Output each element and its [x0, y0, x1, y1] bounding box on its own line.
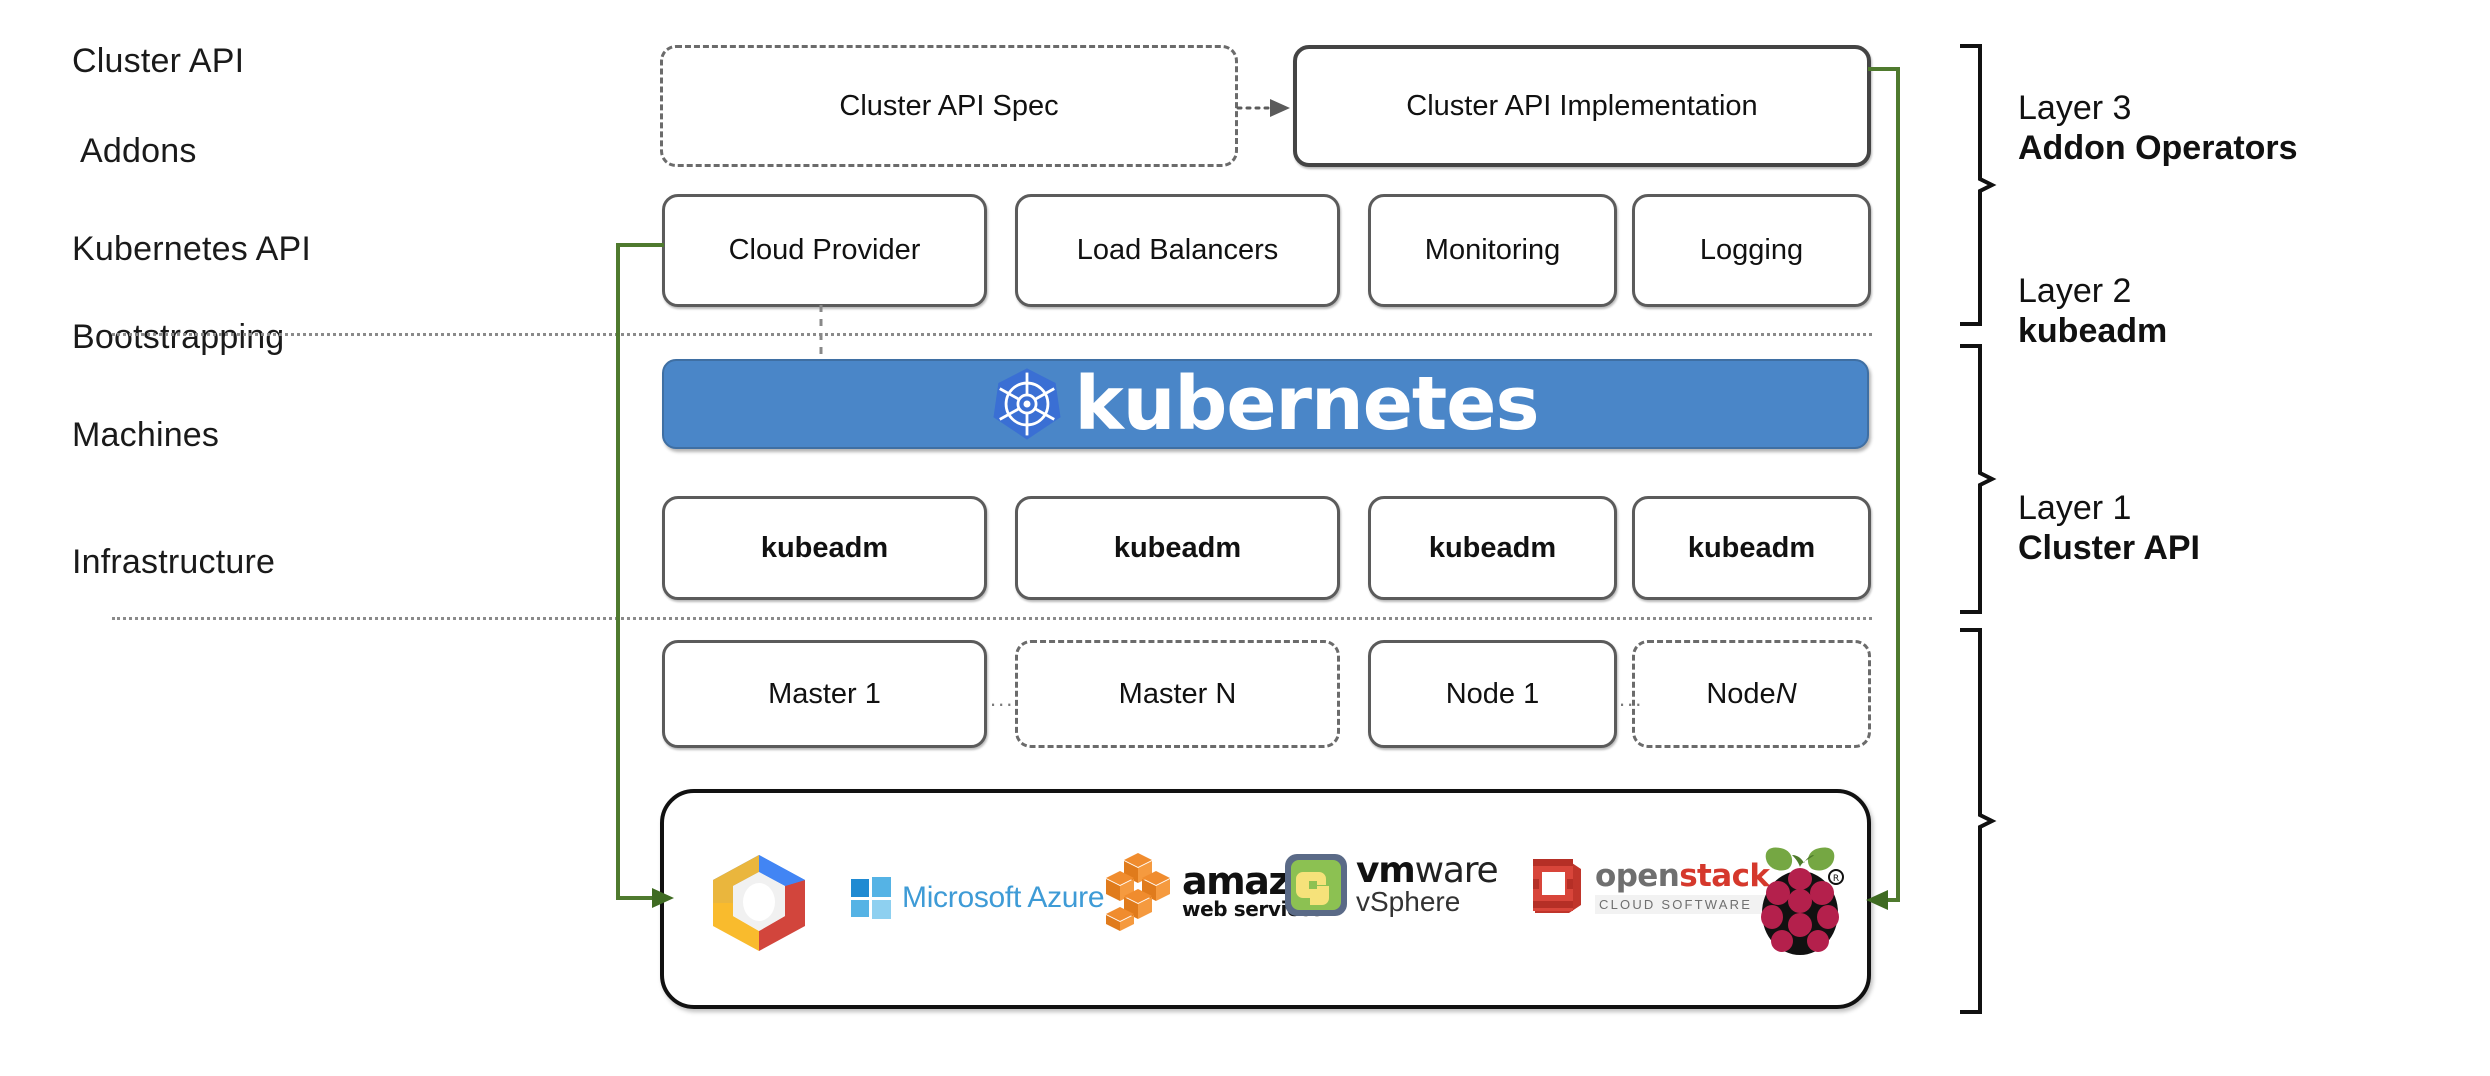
box-node-n[interactable]: Node N [1632, 640, 1871, 748]
openstack-logo: openstack™ CLOUD SOFTWARE [1529, 855, 1783, 919]
layer-2-line2: kubeadm [2018, 312, 2168, 351]
google-cloud-platform-logo [704, 848, 814, 958]
row-label-cluster-api: Cluster API [72, 42, 245, 80]
layer-1-line1: Layer 1 [2018, 489, 2132, 527]
layer-2-label: Layer 2 kubeadm [2018, 271, 2167, 351]
box-cluster-api-spec[interactable]: Cluster API Spec [660, 45, 1238, 167]
layer-1-line2: Cluster API [2018, 529, 2201, 568]
svg-text:R: R [1833, 874, 1839, 884]
box-kubeadm-3[interactable]: kubeadm [1368, 496, 1617, 600]
vmware-vsphere-logo: vmware vSphere [1284, 852, 1499, 918]
brace-layer-3 [1960, 44, 1997, 326]
row-label-infrastructure: Infrastructure [72, 543, 276, 581]
box-load-balancers[interactable]: Load Balancers [1015, 194, 1340, 307]
box-cloud-provider[interactable]: Cloud Provider [662, 194, 987, 307]
openstack-tagline: CLOUD SOFTWARE [1595, 894, 1783, 914]
ellipsis-masters: ... [990, 686, 1015, 711]
layer-1-label: Layer 1 Cluster API [2018, 488, 2200, 568]
vmware-ware: ware [1414, 849, 1499, 891]
openstack-stack: stack [1679, 857, 1770, 894]
windows-squares-icon [851, 877, 891, 919]
box-master-1[interactable]: Master 1 [662, 640, 987, 748]
openstack-open: open [1595, 857, 1680, 894]
raspberry-pi-logo: R [1754, 843, 1846, 959]
gcp-hexagon-icon [713, 855, 805, 951]
box-kubeadm-4[interactable]: kubeadm [1632, 496, 1871, 600]
vmware-wordmark: vmware [1356, 852, 1499, 888]
box-kubeadm-1[interactable]: kubeadm [662, 496, 987, 600]
layer-3-label: Layer 3 Addon Operators [2018, 88, 2298, 168]
layer-3-line2: Addon Operators [2018, 129, 2298, 168]
vsphere-wordmark: vSphere [1356, 886, 1461, 918]
vmware-vm-bold: vm [1356, 849, 1416, 891]
raspberry-pi-icon: R [1761, 847, 1844, 955]
box-kubeadm-2[interactable]: kubeadm [1015, 496, 1340, 600]
kubernetes-wordmark: kubernetes [1074, 361, 1539, 447]
aws-cubes-icon [1106, 853, 1170, 931]
separator-layer3-layer2 [112, 333, 1872, 336]
layer-2-line1: Layer 2 [2018, 272, 2132, 310]
box-node-n-label: Node [1706, 677, 1776, 710]
kubernetes-helm-wheel-icon [993, 368, 1061, 440]
box-monitoring[interactable]: Monitoring [1368, 194, 1617, 307]
row-label-machines: Machines [72, 416, 220, 454]
openstack-wordmark: openstack™ [1595, 857, 1783, 894]
arrow-spec-to-implementation [1236, 99, 1290, 117]
layer-3-line1: Layer 3 [2018, 89, 2132, 127]
vmware-tile-icon [1285, 854, 1347, 916]
infrastructure-panel[interactable]: Microsoft Azure amazon web services [660, 789, 1871, 1009]
connector-implementation-to-infrastructure [1866, 67, 1900, 910]
row-label-addons: Addons [80, 132, 197, 170]
azure-wordmark: Microsoft Azure [902, 881, 1105, 914]
box-node-1[interactable]: Node 1 [1368, 640, 1617, 748]
openstack-brick-icon [1533, 859, 1581, 913]
box-cluster-api-implementation[interactable]: Cluster API Implementation [1293, 45, 1871, 167]
box-master-n[interactable]: Master N [1015, 640, 1340, 748]
box-node-n-italic: N [1775, 677, 1797, 710]
microsoft-azure-logo: Microsoft Azure [850, 877, 1105, 919]
separator-layer2-layer1 [112, 617, 1872, 620]
box-logging[interactable]: Logging [1632, 194, 1871, 307]
brace-layer-1 [1960, 628, 1997, 1014]
ellipsis-nodes: ... [1619, 686, 1644, 711]
brace-layer-2 [1960, 344, 1997, 614]
kubernetes-banner[interactable]: kubernetes [662, 359, 1869, 449]
row-label-bootstrapping: Bootstrapping [72, 318, 285, 356]
row-label-kubernetes-api: Kubernetes API [72, 230, 312, 268]
